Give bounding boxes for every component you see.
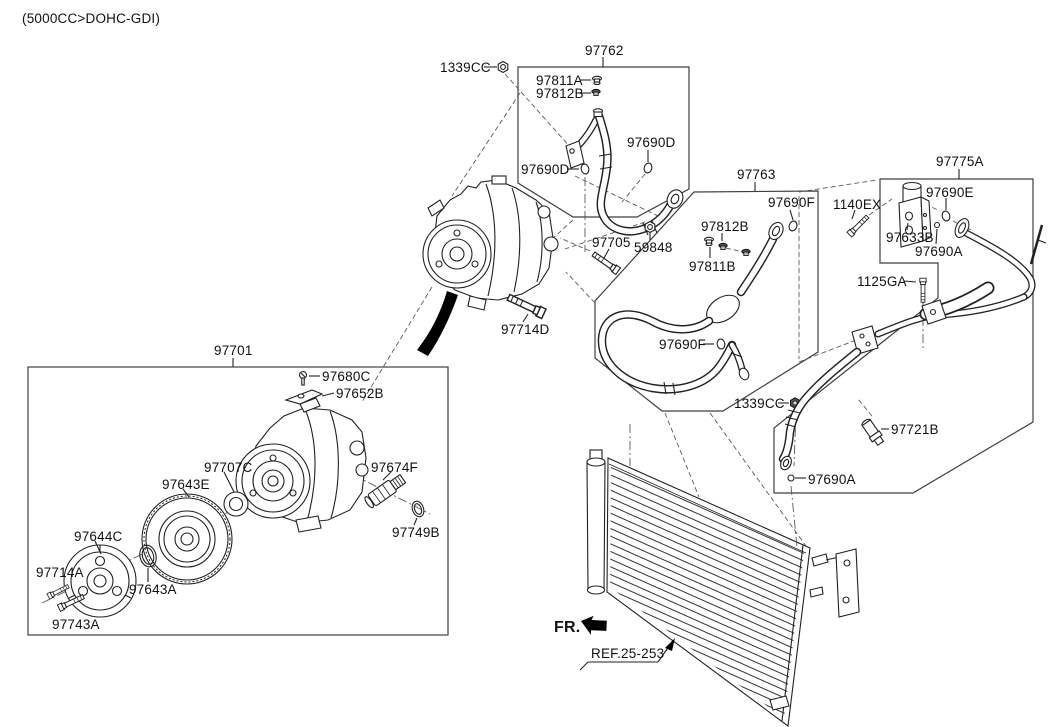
- ref-callout-lines: [579, 638, 675, 671]
- liquid-line-drawing: [597, 221, 784, 396]
- box-97775a: [773, 178, 1034, 494]
- oring-97690d-right-icon: [642, 161, 654, 175]
- fr-arrow-icon: [581, 615, 607, 635]
- pulley-97643e-icon: [141, 493, 233, 585]
- oring-97690a-bottom-icon: [787, 474, 795, 482]
- callout-97643e: 97643E: [162, 477, 210, 492]
- group-label-97775a: 97775A: [936, 154, 984, 169]
- callout-97690f-top: 97690F: [768, 195, 815, 210]
- callout-97705: 97705: [592, 235, 631, 250]
- disc-97644c-icon: [63, 544, 137, 618]
- callout-97690f-bottom: 97690F: [659, 337, 706, 352]
- valve-97674f-icon: [364, 473, 407, 509]
- box-97701: [27, 366, 449, 636]
- bolt-97714d-icon: [505, 291, 547, 320]
- callout-97707c: 97707C: [204, 460, 253, 475]
- fr-direction-label: FR.: [554, 619, 581, 636]
- callout-97633b: 97633B: [886, 230, 934, 245]
- callout-97644c: 97644C: [74, 529, 123, 544]
- page-title: (5000CC>DOHC-GDI): [22, 11, 161, 26]
- oring-97690f-bottom-icon: [715, 337, 727, 351]
- suction-pipe-drawing: [778, 181, 1047, 471]
- callout-97652b: 97652B: [336, 386, 384, 401]
- callout-1339cc-top: 1339CC: [440, 60, 491, 75]
- group-label-97762: 97762: [585, 43, 624, 58]
- callout-97811a: 97811A: [536, 73, 583, 88]
- cap-97812b-mid-icon: [718, 242, 728, 251]
- callout-1125ga: 1125GA: [857, 274, 907, 289]
- group-label-97763: 97763: [737, 167, 776, 182]
- leader-lines: [94, 66, 947, 582]
- receiver-drier-drawing: [586, 449, 606, 595]
- callout-97811b: 97811B: [689, 259, 736, 274]
- callout-97690d-right: 97690D: [627, 135, 676, 150]
- leader-swoosh: [417, 291, 458, 356]
- oring-97749b-icon: [411, 500, 425, 518]
- callout-97674f: 97674F: [371, 460, 418, 475]
- callout-1339cc-bottom: 1339CC: [734, 396, 785, 411]
- oring-97690d-left-icon: [579, 162, 591, 176]
- bolt-1140ex-icon: [846, 213, 871, 238]
- callout-97643a: 97643A: [129, 582, 177, 597]
- cap-97811a-icon: [591, 75, 603, 86]
- callout-97690d-left: 97690D: [521, 162, 570, 177]
- callout-97690e: 97690E: [926, 185, 974, 200]
- ref-label: REF.25-253: [591, 646, 665, 661]
- cap-97811b-icon: [703, 236, 715, 247]
- bolt-1125ga-icon: [919, 277, 927, 303]
- condenser-drawing: [586, 449, 860, 727]
- callout-97743a: 97743A: [52, 617, 100, 632]
- discharge-hose-drawing: [565, 108, 684, 236]
- compressor-assembled-drawing: [417, 175, 559, 356]
- callout-97690a-bottom: 97690A: [808, 472, 856, 487]
- nut-59848-icon: [644, 220, 656, 234]
- screw-97680c-icon: [298, 370, 308, 386]
- callout-97690a-top: 97690A: [915, 244, 963, 259]
- callout-97680c: 97680C: [322, 369, 371, 384]
- oring-97690f-top-icon: [787, 219, 799, 233]
- callout-59848: 59848: [634, 240, 673, 255]
- box-97762: [517, 66, 690, 218]
- box-97763: [594, 190, 819, 412]
- ring-97643a-icon: [139, 544, 157, 568]
- nut-1339cc-top-icon: [497, 60, 509, 74]
- cap-hose-end-icon: [741, 248, 751, 257]
- callout-97714d: 97714D: [501, 322, 550, 337]
- cap-97812b-icon: [591, 88, 601, 97]
- valve-97721b-icon: [861, 418, 885, 447]
- callout-1140ex: 1140EX: [833, 197, 882, 212]
- oring-97690e-icon: [940, 209, 952, 223]
- callout-97812b-mid: 97812B: [701, 219, 749, 234]
- callout-97714a: 97714A: [36, 565, 84, 580]
- compressor-exploded-drawing: [63, 370, 425, 618]
- callout-97749b: 97749B: [392, 525, 440, 540]
- callout-97721b: 97721B: [891, 422, 939, 437]
- group-label-97701: 97701: [214, 343, 253, 358]
- oring-97690a-top-icon: [933, 221, 941, 229]
- callout-97812b-top: 97812B: [536, 86, 584, 101]
